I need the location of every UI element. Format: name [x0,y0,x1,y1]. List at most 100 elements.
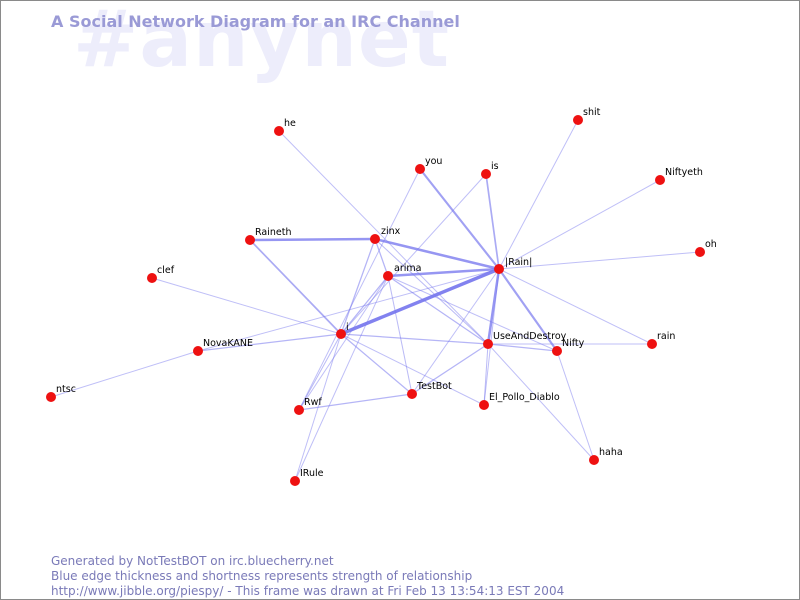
node-niftyeth[interactable]: Niftyeth [655,167,703,185]
node-dot[interactable] [589,455,599,465]
node-dot[interactable] [573,115,583,125]
node-dot[interactable] [294,405,304,415]
node-rain-bar[interactable]: |Rain| [494,257,532,274]
node-dot[interactable] [479,400,489,410]
node-rain[interactable]: rain [647,331,675,349]
node-dot[interactable] [494,264,504,274]
edge-rain-bar-el-pollo-diablo [483,268,500,406]
node-label: Raineth [255,227,291,238]
edge-zinx-i [340,238,376,335]
node-dot[interactable] [370,234,380,244]
node-arima[interactable]: arima [383,263,421,281]
edge-i-rain-bar [339,267,501,336]
edge-i-novakane [197,333,342,352]
node-el-pollo-diablo[interactable]: El_Pollo_Diablo [479,392,560,410]
footer-generated-by: Generated by NotTestBOT on irc.bluecherr… [51,554,334,568]
edge-arima-i [340,275,389,335]
node-label: NovaKANE [203,338,253,349]
edge-rwf-you [298,168,421,411]
edge-arima-useanddestroy [387,275,489,345]
edge-i-is [340,173,487,335]
node-dot[interactable] [483,339,493,349]
edge-i-useanddestroy [340,333,489,345]
node-dot[interactable] [655,175,665,185]
node-testbot[interactable]: TestBot [407,381,452,399]
node-dot[interactable] [552,346,562,356]
edge-i-testbot [340,333,413,395]
node-label: shit [583,107,601,118]
node-label: haha [599,447,623,458]
footer: Generated by NotTestBOT on irc.bluecherr… [51,554,564,599]
node-rwf[interactable]: Rwf [294,397,322,415]
node-dot[interactable] [193,346,203,356]
node-haha[interactable]: haha [589,447,623,465]
edge-arima-rain-bar [386,267,501,278]
node-label: Rwf [304,397,322,408]
node-dot[interactable] [290,476,300,486]
edge-arima-rwf [298,275,389,411]
edge-rain-bar-rain [498,268,653,345]
node-label: zinx [381,226,401,237]
edge-i-rwf [298,333,342,411]
node-dot[interactable] [415,164,425,174]
node-ntsc[interactable]: ntsc [46,384,76,402]
node-label: Niftyeth [665,167,703,178]
edge-is-rain-bar [485,173,500,270]
node-raineth[interactable]: Raineth [245,227,291,245]
node-nifty[interactable]: Nifty [552,338,585,356]
node-novakane[interactable]: NovaKANE [193,338,253,356]
node-dot[interactable] [407,389,417,399]
edge-useanddestroy-nifty [487,343,558,352]
node-label: is [491,161,499,172]
edge-zinx-useanddestroy [374,238,489,345]
edge-useanddestroy-haha [487,343,595,461]
edge-rain-bar-useanddestroy [486,267,501,346]
edge-irule-arima [294,275,389,482]
edge-testbot-rain-bar [411,268,500,395]
node-dot[interactable] [647,339,657,349]
node-you[interactable]: you [415,156,442,174]
node-oh[interactable]: oh [695,239,717,257]
node-label: UseAndDestroy [493,331,567,342]
node-dot[interactable] [336,329,346,339]
edge-i-el-pollo-diablo [340,333,485,406]
edge-useanddestroy-testbot [411,343,489,395]
diagram-title: A Social Network Diagram for an IRC Chan… [51,12,460,31]
node-i[interactable]: i [336,322,349,339]
node-dot[interactable] [695,247,705,257]
edge-useanddestroy-el-pollo-diablo [483,343,489,406]
node-dot[interactable] [245,235,255,245]
node-label: clef [157,265,175,276]
node-label: TestBot [416,381,452,392]
node-clef[interactable]: clef [147,265,175,283]
node-he[interactable]: he [274,118,296,136]
node-label: arima [394,263,421,274]
edge-raineth-i [249,239,342,335]
edge-he-useanddestroy [278,130,489,345]
node-dot[interactable] [46,392,56,402]
edge-arima-testbot [387,275,413,395]
edge-zinx-arima [374,238,389,277]
footer-source-link[interactable]: http://www.jibble.org/piespy/ - This fra… [51,584,565,598]
node-dot[interactable] [147,273,157,283]
node-dot[interactable] [274,126,284,136]
node-zinx[interactable]: zinx [370,226,401,244]
node-label: i [346,322,349,333]
edge-novakane-rain-bar [197,268,500,352]
edge-raineth-zinx [248,237,377,242]
node-label: Nifty [562,338,585,349]
node-irule[interactable]: IRule [290,468,324,486]
node-shit[interactable]: shit [573,107,601,125]
node-label: IRule [300,468,324,479]
node-is[interactable]: is [481,161,499,179]
node-useanddestroy[interactable]: UseAndDestroy [483,331,567,349]
node-dot[interactable] [481,169,491,179]
edge-novakane-ntsc [50,350,199,398]
node-dot[interactable] [383,271,393,281]
edge-nifty-haha [556,350,595,461]
edge-i-clef [151,277,342,335]
edge-zinx-rain-bar [373,237,501,271]
